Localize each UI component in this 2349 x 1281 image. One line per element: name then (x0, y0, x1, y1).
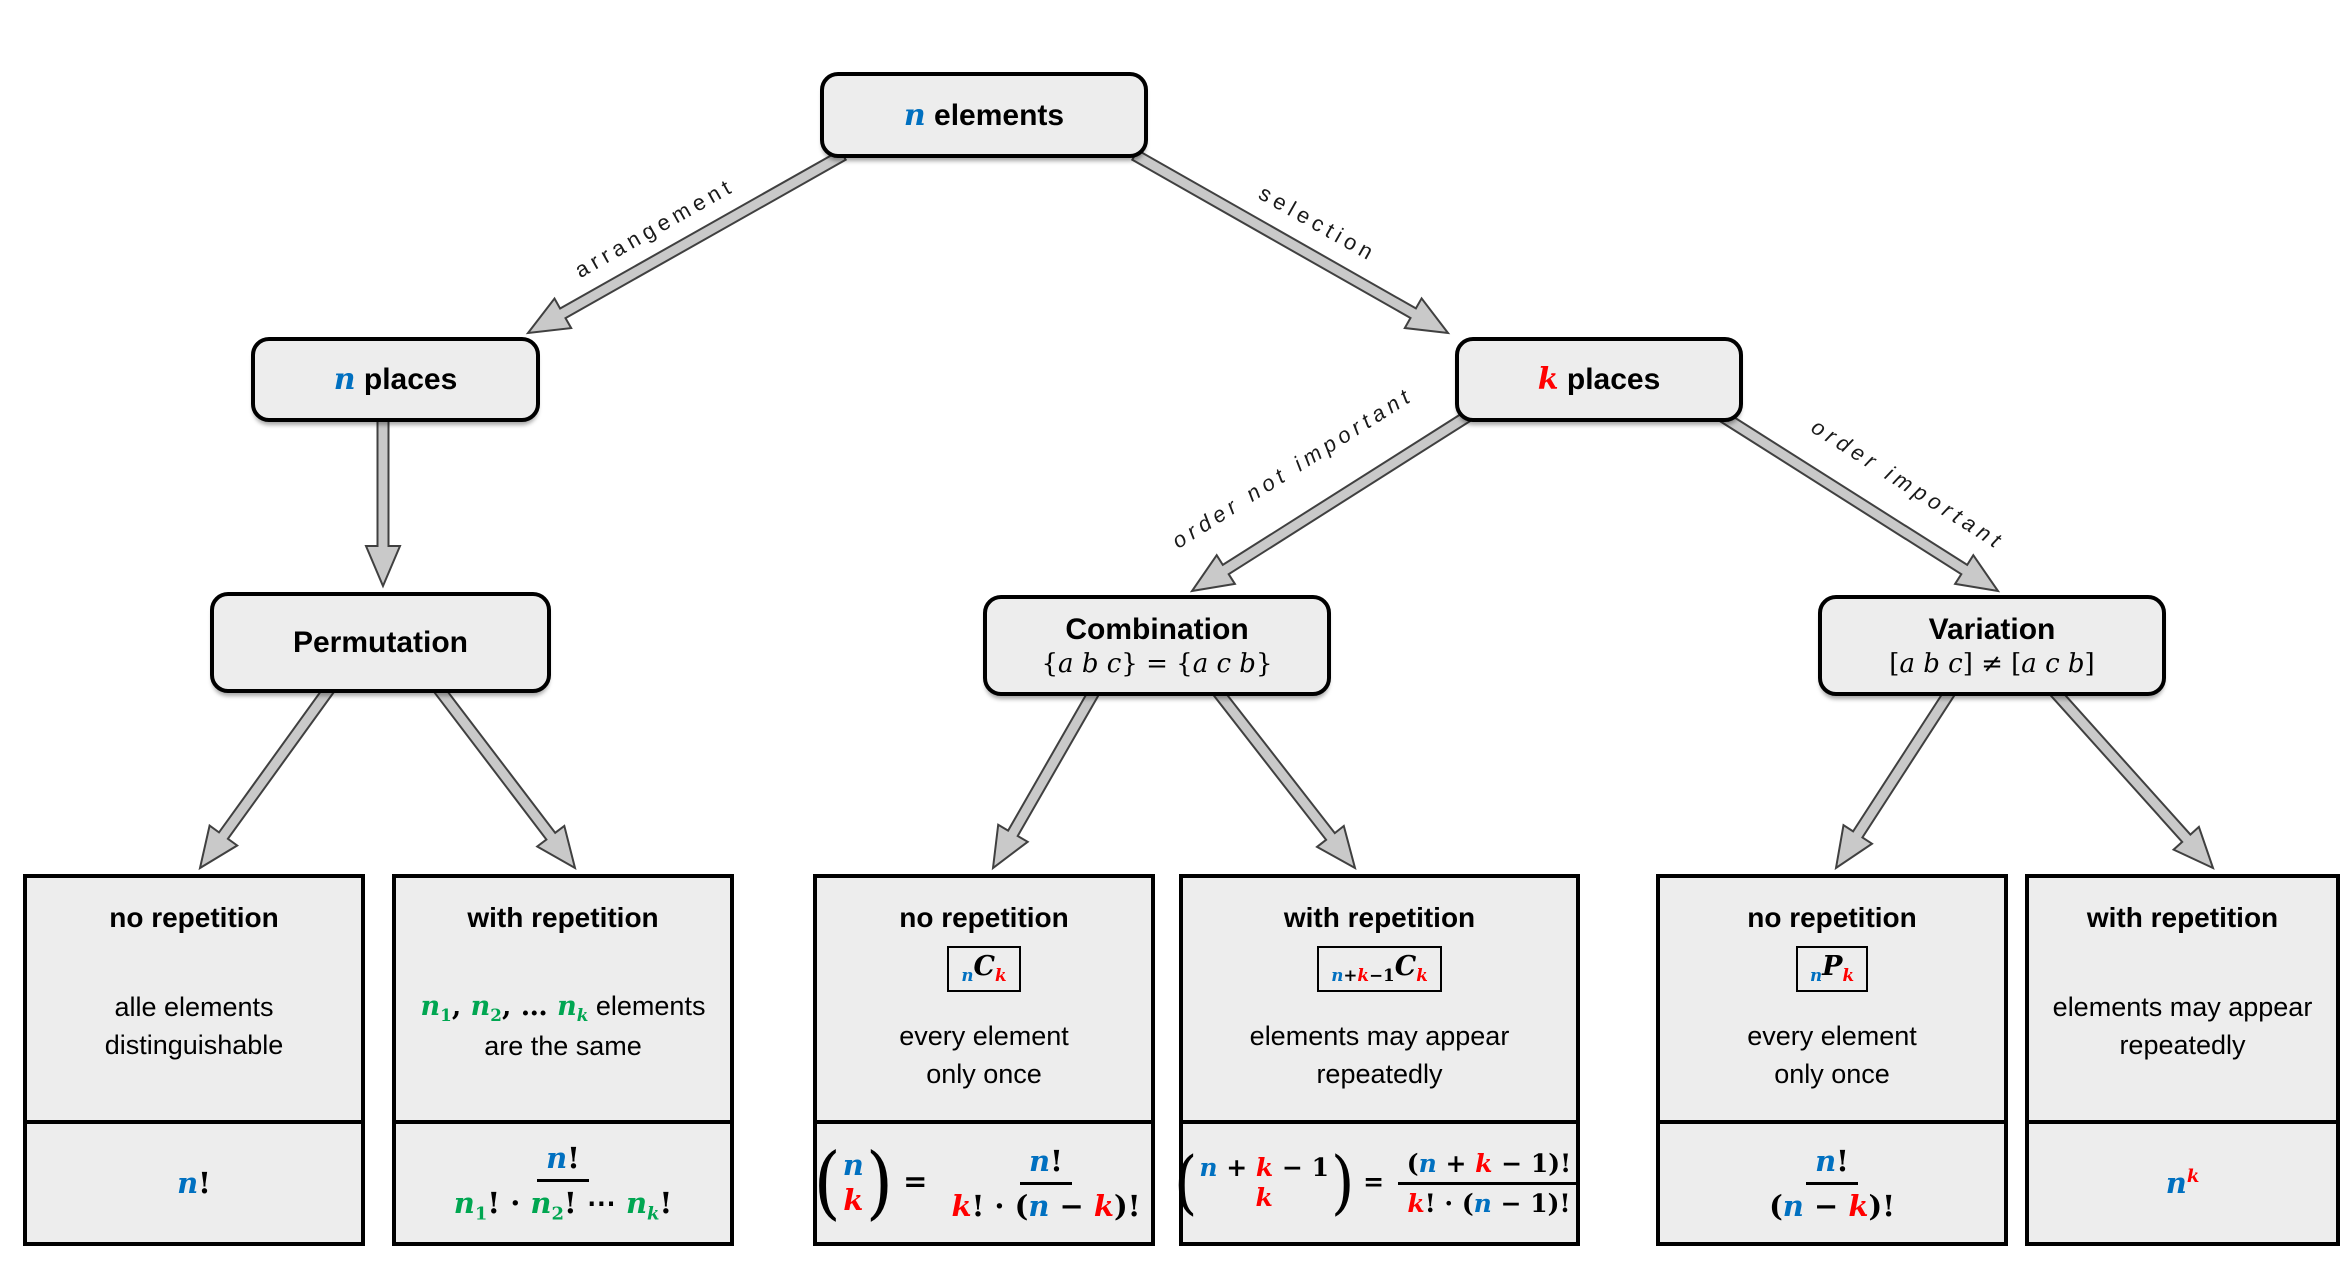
node-n-places: n places (251, 337, 540, 422)
node-combination-title: Combination (1065, 612, 1249, 646)
leaf-desc: n1, n2, … nk elements are the same (421, 934, 706, 1120)
node-combination: Combination {a b c} = {a c b} (983, 595, 1331, 696)
desc-line: alle elements (114, 992, 274, 1023)
node-k-places-title: k places (1537, 362, 1661, 397)
arrow-order-not-important (1189, 410, 1473, 593)
arrow-arrangement (525, 148, 848, 335)
node-permutation: Permutation (210, 592, 551, 693)
desc-line: only once (926, 1058, 1042, 1089)
leaf-title: with repetition (467, 902, 659, 933)
desc-line: repeatedly (1316, 1058, 1443, 1089)
node-variation: Variation [a b c] ≠ [a c b] (1818, 595, 2166, 696)
leaf-combination-with-repetition: with repetition n+k−1Ck elements may app… (1174, 874, 1581, 1246)
desc-line: repeatedly (2119, 1030, 2246, 1060)
node-n-elements-title: n elements (903, 97, 1065, 133)
desc-line: are the same (484, 1030, 642, 1061)
leaf-title: with repetition (2086, 902, 2279, 933)
arrow-perm-left (198, 683, 336, 871)
leaf-formula: n!n1! · n2! ⋯ nk! (453, 1141, 673, 1225)
leaf-desc: elements may appear repeatedly (1250, 992, 1510, 1120)
desc-line: every element (1747, 1021, 1917, 1051)
leaf-desc: elements may appear repeatedly (2053, 934, 2313, 1120)
leaf-title: with repetition (1283, 902, 1476, 933)
node-variation-title: Variation (1928, 612, 2056, 646)
node-n-places-title: n places (333, 362, 458, 397)
leaf-symbol-nCk: nCk (947, 946, 1021, 992)
leaf-symbol-n+k-1Ck: n+k−1Ck (1317, 946, 1442, 992)
desc-line: distinguishable (104, 1030, 284, 1060)
node-variation-subtitle: [a b c] ≠ [a c b] (1889, 648, 2095, 679)
leaf-title: no repetition (899, 902, 1069, 933)
desc-line: every element (899, 1021, 1069, 1051)
desc-line: elements may appear (2052, 992, 2313, 1023)
arrow-comb-right (1212, 687, 1357, 871)
leaf-permutation-no-repetition: no repetition alle elements distinguishab… (23, 874, 365, 1246)
arrow-var-left (1834, 687, 1956, 871)
node-combination-subtitle: {a b c} = {a c b} (1041, 648, 1273, 679)
leaf-title: no repetition (1747, 902, 1917, 933)
leaf-variation-with-repetition: with repetition elements may appear repea… (2025, 874, 2340, 1246)
leaf-desc: every element only once (899, 992, 1069, 1120)
node-k-places: k places (1455, 337, 1743, 422)
leaf-title: no repetition (109, 902, 279, 933)
leaf-formula: n! (177, 1166, 211, 1200)
leaf-combination-no-repetition: no repetition nCk every element only once… (813, 874, 1155, 1246)
leaf-symbol-nPk: nPk (1795, 946, 1869, 992)
arrow-order-important (1717, 410, 2001, 593)
node-permutation-title: Permutation (292, 626, 469, 659)
arrow-n-places-permutation (364, 415, 402, 589)
leaf-desc: alle elements distinguishable (105, 934, 284, 1120)
arrow-var-right (2049, 686, 2215, 870)
node-n-elements: n elements (820, 72, 1148, 158)
leaf-formula: n!(n − k)! (1769, 1143, 1895, 1223)
arrow-perm-right (432, 683, 577, 871)
desc-line: only once (1774, 1058, 1890, 1089)
leaf-permutation-with-repetition: with repetition n1, n2, … nk elements are… (392, 874, 734, 1246)
arrow-selection (1130, 148, 1451, 335)
desc-line: n1, n2, … nk elements (420, 991, 706, 1026)
leaf-desc: every element only once (1747, 992, 1917, 1120)
arrow-comb-left (991, 687, 1101, 871)
leaf-variation-no-repetition: no repetition nPk every element only once… (1656, 874, 2008, 1246)
desc-line: elements may appear (1249, 1021, 1510, 1051)
leaf-formula: nk (2165, 1166, 2200, 1200)
